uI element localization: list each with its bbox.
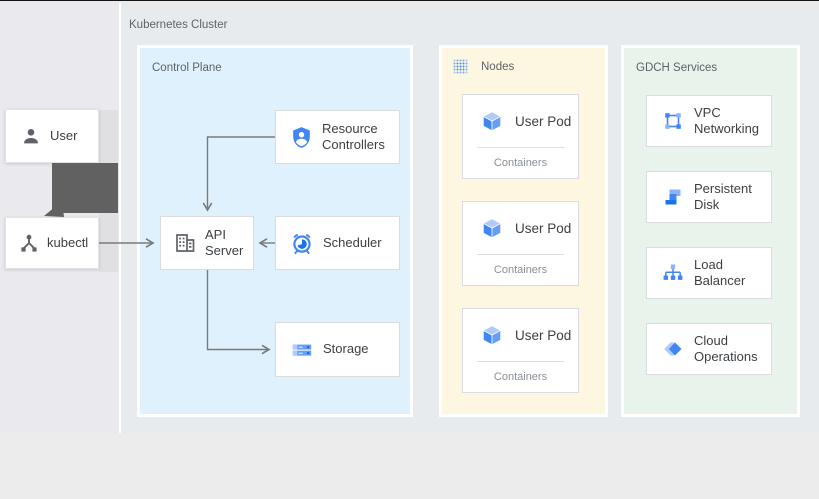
user-pod-label: User Pod	[515, 220, 572, 236]
api-server-label: API Server	[205, 226, 244, 258]
persistent-disk-label: Persistent Disk	[694, 180, 752, 212]
resource-controllers-node: Resource Controllers	[275, 110, 400, 164]
vpc-network-icon	[661, 109, 685, 133]
person-icon	[20, 125, 42, 147]
kubectl-node: kubectl	[5, 217, 99, 269]
api-server-node: API Server	[160, 216, 254, 270]
user-pod-header: User Pod	[479, 215, 578, 241]
pod-divider	[477, 147, 564, 148]
user-label: User	[50, 127, 78, 143]
nodes-label: Nodes	[481, 60, 515, 73]
dot-grid-icon	[452, 58, 469, 75]
user-pod-label: User Pod	[515, 113, 572, 129]
building-icon	[173, 231, 197, 255]
user-pod-label: User Pod	[515, 327, 572, 343]
containers-label: Containers	[493, 264, 548, 276]
load-balancer-label: Load Balancer	[694, 256, 746, 288]
top-border-line	[0, 0, 819, 1]
cube-icon	[479, 322, 505, 348]
alarm-clock-icon	[289, 230, 315, 256]
scheduler-label: Scheduler	[323, 234, 382, 250]
pod-divider	[477, 254, 564, 255]
load-balancer-node: Load Balancer	[646, 247, 772, 299]
storage-label: Storage	[323, 341, 369, 357]
user-pod-node: User Pod Containers	[462, 94, 579, 179]
user-pod-node: User Pod Containers	[462, 201, 579, 286]
cloud-operations-node: Cloud Operations	[646, 323, 772, 375]
load-balancer-icon	[661, 261, 685, 285]
nodes-panel-header: Nodes	[452, 58, 514, 75]
storage-node: Storage	[275, 322, 400, 377]
user-pod-header: User Pod	[479, 108, 578, 134]
kubectl-label: kubectl	[47, 234, 89, 250]
user-pod-header: User Pod	[479, 322, 578, 348]
scheduler-node: Scheduler	[275, 216, 400, 270]
gdch-services-label: GDCH Services	[636, 62, 718, 74]
server-racks-icon	[289, 337, 315, 363]
user-node: User	[5, 109, 99, 163]
cube-icon	[479, 108, 505, 134]
shield-person-icon	[289, 125, 314, 150]
user-kubectl-connector-band	[99, 110, 118, 272]
vpc-networking-label: VPC Networking	[694, 104, 760, 136]
cloud-operations-icon	[661, 337, 685, 361]
cube-icon	[479, 215, 505, 241]
device-hub-icon	[17, 231, 41, 255]
kubernetes-cluster-label: Kubernetes Cluster	[129, 19, 228, 31]
containers-label: Containers	[493, 371, 548, 383]
persistent-disk-node: Persistent Disk	[646, 171, 772, 223]
cloud-operations-label: Cloud Operations	[694, 332, 758, 364]
resource-controllers-label: Resource Controllers	[322, 120, 385, 152]
vpc-networking-node: VPC Networking	[646, 95, 772, 147]
user-pod-node: User Pod Containers	[462, 308, 579, 393]
persistent-disk-icon	[661, 185, 685, 209]
containers-label: Containers	[493, 157, 548, 169]
pod-divider	[477, 361, 564, 362]
control-plane-label: Control Plane	[152, 62, 222, 74]
